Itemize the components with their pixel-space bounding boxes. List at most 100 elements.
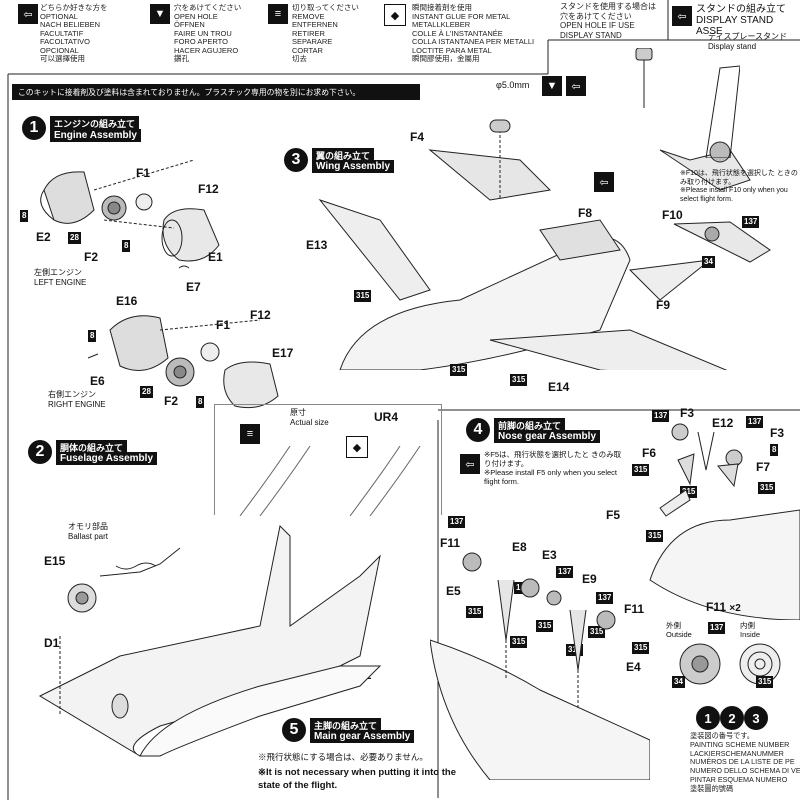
step-1-title-jp: エンジンの組み立て — [50, 116, 140, 131]
part-label: E3 — [542, 548, 557, 562]
bracket-arrow-icon: ⇦ — [594, 172, 614, 192]
paint-badge: 8 — [770, 444, 779, 456]
part-label: F2 — [164, 394, 179, 408]
paint-badge: 34 — [702, 256, 715, 268]
step-5-title-jp: 主脚の組み立て — [310, 718, 382, 733]
paint-badge: 315 — [466, 606, 484, 618]
cut-icon: ≡ — [268, 4, 288, 24]
actual-size-box — [214, 404, 442, 515]
drill-icon: ▼ — [542, 76, 562, 96]
paint-badge: 137 — [652, 410, 670, 422]
caption: φ5.0mm — [496, 80, 530, 90]
paint-badge: 137 — [448, 516, 466, 528]
step-1-title-en: Engine Assembly — [50, 129, 141, 142]
paint-badge: 315 — [450, 364, 468, 376]
notice-banner: このキットに接着剤及び塗料は含まれておりません。プラスチック専用の物を別にお求め… — [12, 84, 420, 100]
paint-badge: 34 — [672, 676, 685, 688]
part-label: F3 — [770, 426, 785, 440]
part-label: E8 — [512, 540, 527, 554]
part-label: F9 — [656, 298, 671, 312]
part-label: E13 — [306, 238, 328, 252]
paint-badge: 8 — [88, 330, 97, 342]
right-engine-drawing — [87, 315, 279, 409]
main-gear-note-jp: ※飛行状態にする場合は、必要ありません。 — [258, 752, 428, 762]
paint-scheme-3: 3 — [744, 706, 768, 730]
part-label: UR4 — [374, 410, 399, 424]
step-4-number: 4 — [466, 418, 490, 442]
bracket-arrow-icon: ⇦ — [460, 454, 480, 474]
f10-drawing — [673, 221, 771, 263]
part-label: E6 — [90, 374, 105, 388]
drill-icon: ▼ — [150, 4, 170, 24]
part-label: E17 — [272, 346, 294, 360]
part-label: E9 — [582, 572, 597, 586]
part-label: E2 — [36, 230, 51, 244]
f11-detail-title: F11 ×2 — [706, 600, 741, 614]
nose-gear-drawing — [649, 423, 800, 620]
wing-fuselage-drawing — [318, 119, 751, 370]
part-label: E7 — [186, 280, 201, 294]
step-3-number: 3 — [284, 148, 308, 172]
step-3-title-en: Wing Assembly — [312, 160, 394, 173]
part-label: E5 — [446, 584, 461, 598]
wheel-detail-drawing — [679, 643, 781, 685]
paint-badge: 315 — [510, 374, 528, 386]
paint-badge: 137 — [708, 622, 726, 634]
paint-badge: 315 — [354, 290, 372, 302]
paint-badge: 8 — [196, 396, 205, 408]
paint-badge: 137 — [742, 216, 760, 228]
main-gear-note-en: ※It is not necessary when putting it int… — [258, 767, 456, 791]
part-label: E1 — [208, 250, 223, 264]
step-3-title-jp: 翼の組み立て — [312, 148, 375, 163]
paint-badge: 8 — [122, 240, 131, 252]
step-2-title-en: Fuselage Assembly — [56, 452, 158, 465]
part-label: F5 — [606, 508, 621, 522]
part-label: F12 — [198, 182, 219, 196]
glue-diamond-icon: ◆ — [346, 436, 368, 458]
glue-diamond-icon: ◆ — [384, 4, 406, 26]
display-stand-drawing — [635, 48, 740, 158]
part-label: F11 — [624, 602, 645, 616]
step-2-number: 2 — [28, 440, 52, 464]
part-label: F1 — [216, 318, 231, 332]
part-label: F8 — [578, 206, 593, 220]
part-label: F12 — [250, 308, 271, 322]
part-label: E16 — [116, 294, 138, 308]
paint-badge: 315 — [632, 642, 650, 654]
paint-scheme-1: 1 — [696, 706, 720, 730]
caption: ※F5は、飛行状態を選択したと きのみ取り付けます。※Please instal… — [484, 450, 622, 486]
paint-badge: 315 — [646, 530, 664, 542]
paint-badge: 315 — [632, 464, 650, 476]
step-4-title-jp: 前脚の組み立て — [494, 418, 566, 433]
window-strip-drawing — [239, 446, 421, 516]
paint-badge: 8 — [20, 210, 29, 222]
step-2-title-jp: 胴体の組み立て — [56, 440, 128, 455]
cut-icon: ≡ — [240, 424, 260, 444]
bracket-arrow-icon: ⇦ — [566, 76, 586, 96]
paint-badge: 315 — [510, 636, 528, 648]
part-label: F6 — [642, 446, 657, 460]
step-5-title-en: Main gear Assembly — [310, 730, 415, 743]
part-label: F10 — [662, 208, 683, 222]
step-5-number: 5 — [282, 718, 306, 742]
paint-badge: 28 — [68, 232, 81, 244]
paint-badge: 28 — [140, 386, 153, 398]
part-label: D1 — [44, 636, 60, 650]
paint-badge: 137 — [596, 592, 614, 604]
paint-badge: 137 — [556, 566, 574, 578]
part-label: F3 — [680, 406, 695, 420]
paint-badge: 137 — [746, 416, 764, 428]
